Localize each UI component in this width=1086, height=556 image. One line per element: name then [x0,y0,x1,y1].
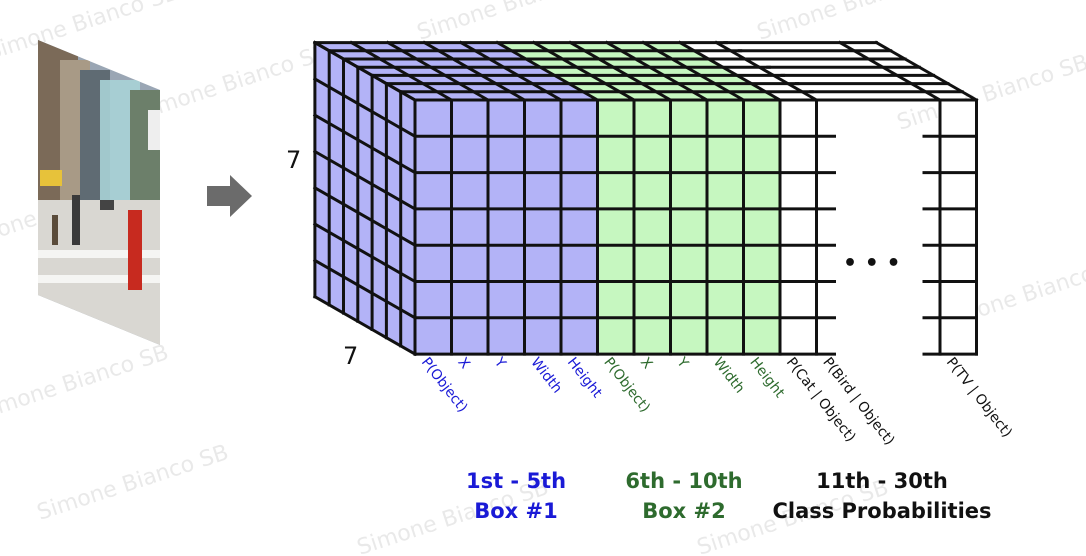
watermark-text: Simone Bianco SB [754,0,952,46]
column-label: Width [527,355,565,397]
output-tensor-cube [312,40,979,357]
legend-box2-name: Box #2 [642,499,726,523]
legend-box1-range: 1st - 5th [466,469,566,493]
column-label: X [637,355,656,373]
column-label: Height [564,355,605,402]
tensor-column [743,100,780,355]
tensor-column [561,100,598,355]
watermark-text: Simone Bianco SB [0,0,182,66]
legend-classes-range: 11th - 30th [816,469,948,493]
input-image [38,40,160,345]
column-label: Y [673,354,692,372]
watermark-text: Simone Bianco SB [134,40,332,125]
legend: 1st - 5th Box #1 6th - 10th Box #2 11th … [466,469,992,523]
column-label: Width [710,355,748,397]
depth-dimension-label: 7 [343,342,358,370]
legend-classes-name: Class Probabilities [772,499,991,523]
cube-top-box2 [497,42,780,100]
tensor-column [597,100,634,355]
tensor-column [780,100,817,355]
tensor-column-last [940,100,977,355]
arrow-right-icon [207,175,252,217]
column-label: X [454,355,473,373]
tensor-column [670,100,707,355]
watermark-text: Simone Bianco SB [0,340,172,425]
watermark-text: Simone Bianco SB [414,0,612,46]
watermark-text: Simone Bianco SB [34,440,232,525]
tensor-column [451,100,488,355]
tensor-column [707,100,744,355]
legend-box2-range: 6th - 10th [625,469,742,493]
tensor-column [524,100,561,355]
rows-dimension-label: 7 [286,146,301,174]
column-label: Y [490,354,509,372]
tensor-column [634,100,671,355]
tensor-column [415,100,452,355]
legend-box1-name: Box #1 [474,499,558,523]
tensor-column [488,100,525,355]
ellipsis: • • • [843,251,901,276]
column-label: P(TV | Object) [943,355,1015,441]
column-label: Height [746,355,787,402]
cube-top-box1 [314,42,598,100]
